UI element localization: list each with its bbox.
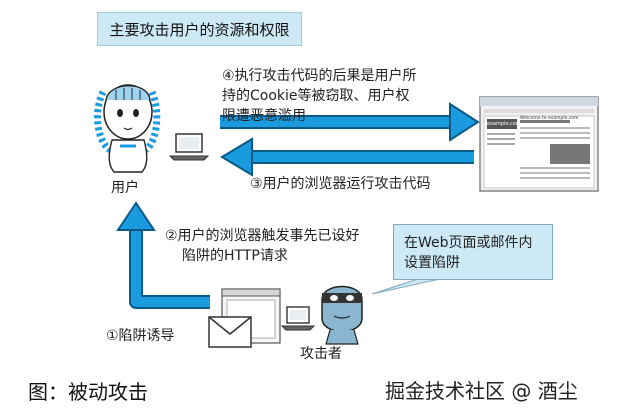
arrow-step1 [116,201,210,309]
step2-text-line2: 陷阱的HTTP请求 [182,248,288,264]
attacker-label: 攻击者 [300,346,342,362]
step2-text-line1: ②用户的浏览器触发事先已设好 [165,228,360,244]
step4-text-line1: ④执行攻击代码的后果是用户所 [222,68,417,84]
attacker-figure [321,285,363,345]
browser-site-logo: example.com [487,121,521,127]
step4-text-line3: 限遭恶意滥用 [222,108,306,124]
step3-text: ③用户的浏览器运行攻击代码 [250,176,431,192]
user-label: 用户 [111,180,139,196]
attacker-laptop-icon [280,306,316,331]
watermark-text: 掘金技术社区 @ 酒尘 [385,379,578,403]
arrow-step3 [220,137,474,177]
trap-note-box: 在Web页面或邮件内 设置陷阱 [393,224,553,280]
user-figure [94,84,161,173]
arrow-step4 [220,102,480,142]
browser-heading: Welcome to example.com [520,116,579,121]
figure-caption: 图：被动攻击 [28,380,148,404]
step1-text: ①陷阱诱导 [106,328,175,344]
user-laptop-icon [168,133,210,161]
trap-note-line1: 在Web页面或邮件内 [404,235,533,251]
step4-text-line2: 持的Cookie等被窃取、用户权 [222,88,410,104]
trap-email-icon [208,316,252,348]
diagram-title: 主要攻击用户的资源和权限 [97,12,302,46]
trap-note-line2: 设置陷阱 [404,255,460,271]
browser-window-illustration [479,96,599,192]
note-bubble-tail [371,278,441,295]
